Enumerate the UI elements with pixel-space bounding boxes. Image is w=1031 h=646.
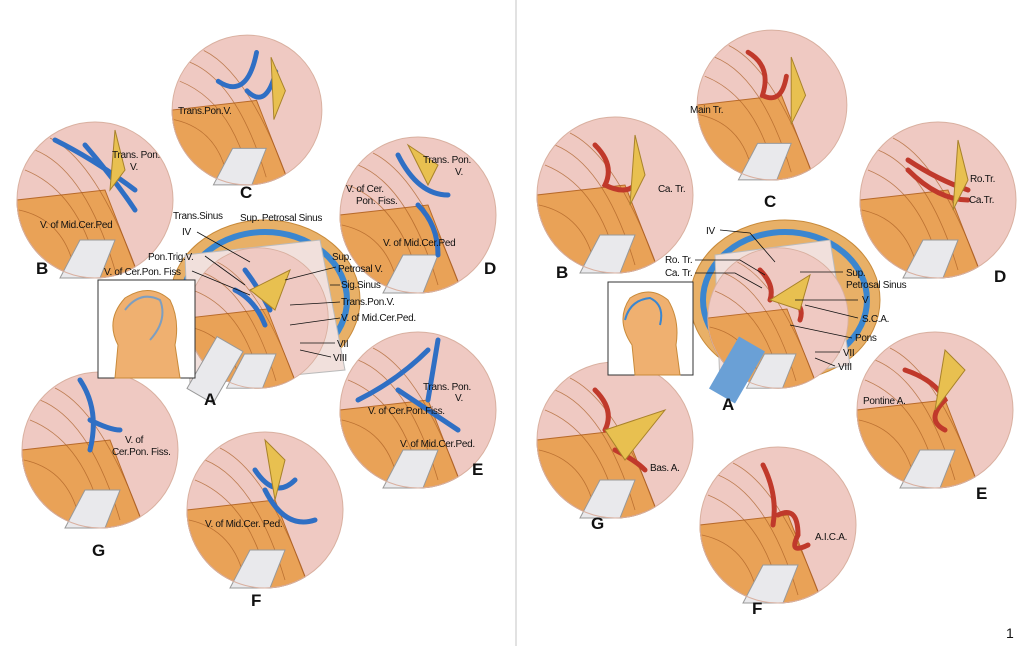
view-g: [536, 361, 694, 519]
leader-lines: [191, 231, 341, 358]
view-label-b: B: [36, 259, 48, 278]
label-v-cer-pon-fiss: V. of Cer.Pon.Fiss.: [368, 406, 445, 417]
label-viii: VIII: [333, 353, 347, 364]
view-a: [169, 219, 361, 405]
label-v-mid-cer-ped: V. of Mid.Cer.Ped.: [341, 313, 416, 324]
label-vii: VII: [337, 339, 348, 350]
label-pon-fiss: Pon. Fiss.: [356, 196, 397, 207]
view-label-g: G: [591, 514, 604, 533]
label-v-mid-cer-ped: V. of Mid.Cer.Ped.: [400, 439, 475, 450]
label-ro-tr: Ro.Tr.: [970, 174, 995, 185]
label-v-mid-cer-ped: V. of Mid.Cer.Ped: [383, 238, 455, 249]
label-iv: IV: [182, 227, 191, 238]
label-main-tr: Main Tr.: [690, 105, 723, 116]
view-label-a: A: [204, 390, 216, 409]
label-trans-pon-v: Trans.Pon.V.: [341, 297, 394, 308]
label-pontine-a: Pontine A.: [863, 396, 906, 407]
label-trans-pon: Trans. Pon.: [423, 382, 471, 393]
label-sup: Sup.: [332, 252, 351, 263]
label-v-mid-cer-ped: V. of Mid.Cer.Ped: [40, 220, 112, 231]
view-d: [339, 136, 497, 294]
label-ca-tr: Ca. Tr.: [658, 184, 685, 195]
left-plate: Trans.Pon.V. Trans. Pon. V. V. of Mid.Ce…: [16, 34, 497, 610]
label-viii: VIII: [838, 362, 852, 373]
label-v: V.: [130, 162, 138, 173]
label-sca: S.C.A.: [862, 314, 889, 325]
label-iv: IV: [706, 226, 715, 237]
view-f: [186, 431, 344, 589]
label-v-of: V. of: [125, 435, 144, 446]
label-v-of-cer: V. of Cer.: [346, 184, 384, 195]
label-v-cer-pon-fiss: V. of Cer.Pon. Fiss: [104, 267, 181, 278]
view-d: [859, 121, 1017, 279]
view-b: [536, 116, 694, 274]
label-sig-sinus: Sig.Sinus: [341, 280, 381, 291]
view-b: [16, 121, 174, 279]
inset-head-orientation: [97, 279, 196, 379]
view-label-e: E: [472, 460, 483, 479]
view-label-c: C: [764, 192, 776, 211]
view-label-g: G: [92, 541, 105, 560]
view-a: [689, 219, 881, 404]
view-label-a: A: [722, 395, 734, 414]
view-label-d: D: [994, 267, 1006, 286]
view-c: [696, 29, 848, 181]
label-ca-tr: Ca. Tr.: [665, 268, 692, 279]
label-pons: Pons: [855, 333, 877, 344]
page-number: 1: [1006, 625, 1014, 641]
view-label-f: F: [752, 599, 762, 618]
label-v: V.: [455, 167, 463, 178]
view-e: [856, 331, 1014, 489]
label-v-mid-cer-ped: V. of Mid.Cer. Ped.: [205, 519, 282, 530]
label-trans-pon-v: Trans.Pon.V.: [178, 106, 231, 117]
view-g: [21, 371, 179, 529]
view-label-f: F: [251, 591, 261, 610]
view-label-d: D: [484, 259, 496, 278]
label-v: V: [862, 295, 869, 306]
inset-head-orientation: [607, 281, 694, 376]
label-sup-petrosal-sinus: Sup. Petrosal Sinus: [240, 213, 322, 224]
view-c: [171, 34, 323, 186]
label-vii: VII: [843, 348, 854, 359]
right-plate: Main Tr. Ca. Tr. Ro.Tr. Ca.Tr. IV Ro. Tr…: [536, 29, 1017, 618]
label-sup: Sup.: [846, 268, 865, 279]
view-e: [339, 331, 497, 489]
view-label-c: C: [240, 183, 252, 202]
view-label-b: B: [556, 263, 568, 282]
label-v: V.: [455, 393, 463, 404]
label-aica: A.I.C.A.: [815, 532, 847, 543]
label-ca-tr: Ca.Tr.: [969, 195, 994, 206]
label-petrosal-v: Petrosal V.: [338, 264, 383, 275]
leader-lines: [695, 229, 859, 367]
label-pon-trig-v: Pon.Trig.V.: [148, 252, 193, 263]
label-petrosal-sinus: Petrosal Sinus: [846, 280, 907, 291]
label-bas-a: Bas. A.: [650, 463, 680, 474]
label-trans-pon: Trans. Pon.: [112, 150, 160, 161]
label-ro-tr: Ro. Tr.: [665, 255, 692, 266]
view-f: [699, 446, 857, 604]
label-trans-sinus: Trans.Sinus: [173, 211, 223, 222]
label-trans-pon: Trans. Pon.: [423, 155, 471, 166]
view-label-e: E: [976, 484, 987, 503]
label-cer-pon-fiss: Cer.Pon. Fiss.: [112, 447, 171, 458]
